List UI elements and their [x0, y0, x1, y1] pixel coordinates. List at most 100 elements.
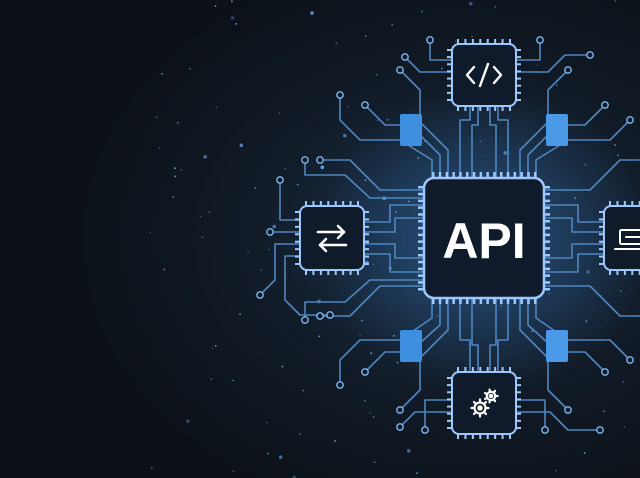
particle [180, 169, 183, 171]
chip-pin [544, 199, 550, 203]
chip-pin [616, 270, 619, 275]
chip-pin [418, 233, 424, 237]
particle [347, 105, 350, 108]
chip-pin [494, 39, 497, 44]
chip-pin [418, 213, 424, 216]
particle [231, 0, 233, 3]
particle [232, 379, 235, 382]
particle [372, 416, 375, 418]
particle [548, 292, 550, 295]
chip-pin [459, 172, 462, 178]
trace-node [601, 101, 609, 109]
particle [232, 470, 235, 472]
particle [161, 72, 163, 75]
particle [617, 154, 619, 157]
chip-pin [418, 226, 424, 230]
chip-pin [418, 192, 424, 196]
particle [189, 67, 191, 70]
particle [391, 24, 393, 26]
particle [296, 183, 299, 186]
chip-pin [295, 248, 300, 251]
trace-node [256, 291, 264, 299]
chip-pin [418, 247, 424, 250]
particle [375, 73, 378, 76]
particle [417, 157, 419, 159]
chip-pin [516, 427, 521, 429]
chip-pin [599, 211, 604, 213]
chip-pin [357, 201, 359, 206]
trace-node [361, 368, 369, 376]
trace-node [601, 368, 609, 376]
chip-pin [544, 247, 550, 250]
chip-pin [516, 412, 521, 415]
trace-node [336, 381, 344, 389]
chip-pin [479, 106, 482, 111]
particle [536, 64, 539, 67]
chip-pin [466, 298, 469, 304]
accent-block-bottom-right [546, 330, 568, 362]
chip-pin [544, 220, 550, 223]
left-chip [299, 205, 365, 271]
particle [343, 133, 347, 138]
trace-node [326, 311, 334, 319]
chip-pin [516, 398, 521, 401]
chip-pin [418, 206, 424, 209]
particle [416, 472, 418, 475]
chip-pin [447, 391, 452, 394]
gear-tooth [492, 389, 497, 394]
chip-pin [457, 367, 459, 372]
particle [471, 35, 473, 38]
trace-node [301, 156, 309, 164]
particle [407, 200, 410, 203]
chip-pin [452, 298, 455, 304]
trace-node [586, 51, 594, 59]
chip-pin [305, 270, 307, 275]
particle [214, 345, 217, 347]
chip-pin [516, 63, 521, 66]
chip-pin [486, 434, 489, 439]
particle [335, 42, 338, 45]
particle [150, 466, 153, 469]
particle [284, 167, 287, 170]
chip-pin [544, 206, 550, 209]
chip-pin [500, 172, 503, 178]
chip-pin [295, 218, 300, 221]
gear-tooth [483, 392, 489, 396]
particle [614, 144, 616, 147]
chip-pin [432, 172, 435, 178]
chip-pin [516, 405, 521, 408]
chip-pin [457, 106, 459, 111]
particle [334, 440, 336, 442]
chip-pin [544, 192, 550, 196]
chip-pin [464, 434, 467, 439]
chip-pin [631, 201, 634, 206]
chip-pin [638, 270, 640, 275]
chip-pin [501, 367, 504, 372]
particle [555, 84, 558, 87]
chip-pin [599, 240, 604, 243]
chip-pin [501, 106, 504, 111]
chip-pin [472, 172, 476, 178]
chip-pin [447, 427, 452, 429]
particle [454, 40, 457, 43]
particle [583, 452, 586, 454]
chip-pin [631, 270, 634, 275]
particle [239, 143, 244, 148]
chip-pin [312, 201, 315, 206]
chip-pin [447, 412, 452, 415]
particle [149, 232, 152, 234]
chip-pin [319, 201, 322, 206]
chip-pin [418, 288, 424, 291]
particle [266, 452, 269, 455]
chip-pin [544, 254, 550, 257]
chip-pin [479, 298, 483, 304]
gears-icon [470, 388, 499, 418]
chip-pin [520, 172, 523, 178]
chip-pin [471, 39, 474, 44]
chip-pin [516, 377, 521, 379]
particle [361, 319, 363, 322]
chip-pin [638, 201, 640, 206]
particle [247, 251, 250, 254]
chip-pin [418, 199, 424, 203]
